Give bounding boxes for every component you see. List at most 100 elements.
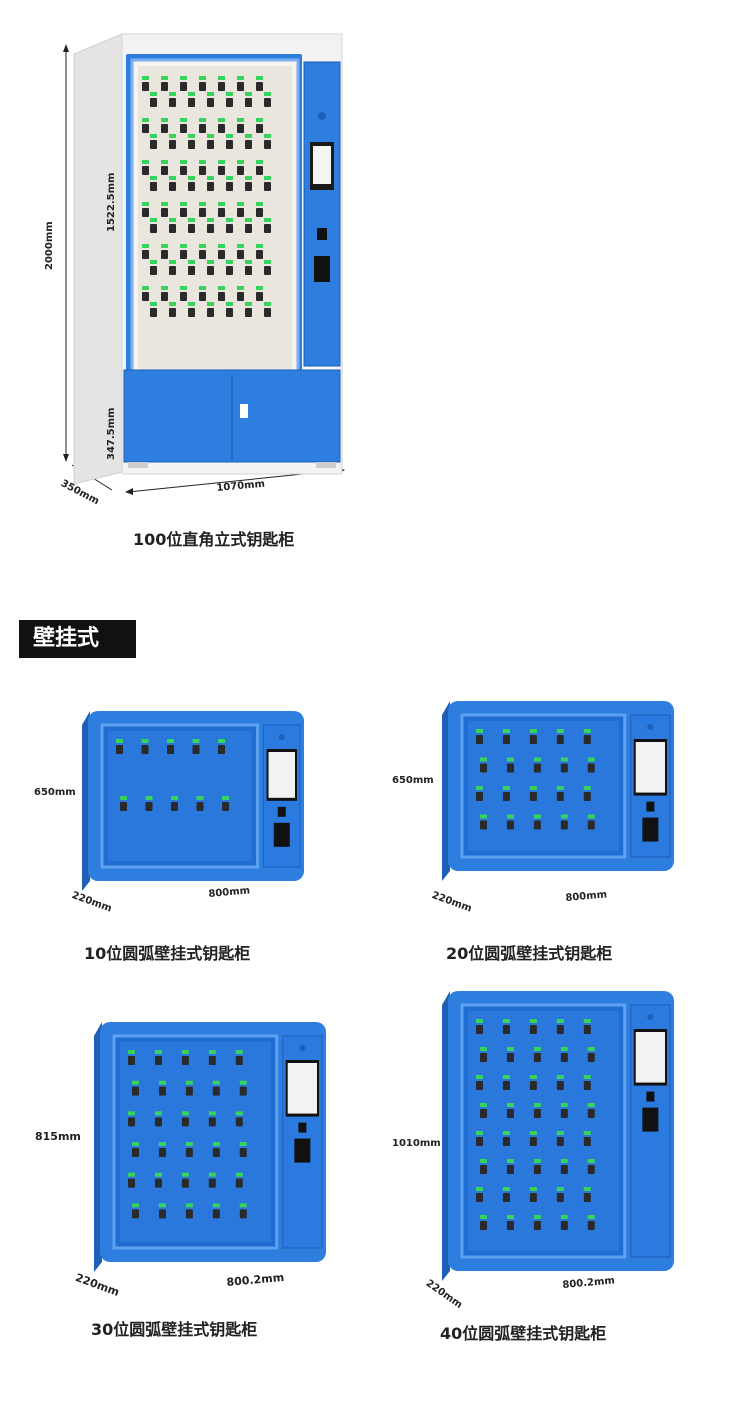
key-indicator	[142, 118, 149, 122]
key-slot	[587, 1165, 595, 1174]
key-indicator	[529, 1187, 537, 1191]
key-indicator	[167, 739, 175, 743]
key-slot	[180, 250, 187, 259]
key-slot	[583, 1025, 591, 1034]
key-slot	[556, 735, 564, 744]
key-slot	[529, 1193, 537, 1202]
key-indicator	[154, 1172, 162, 1177]
key-indicator	[476, 1187, 483, 1191]
key-indicator	[529, 729, 537, 733]
key-indicator	[237, 160, 244, 164]
key-slot	[188, 266, 195, 275]
key-slot	[207, 266, 214, 275]
key-slot	[533, 820, 541, 830]
key-slot	[480, 1221, 487, 1230]
key-indicator	[180, 118, 187, 122]
key-slot	[264, 308, 271, 317]
key-indicator	[142, 244, 149, 248]
key-indicator	[264, 92, 271, 96]
key-slot	[226, 182, 233, 191]
key-indicator	[235, 1111, 243, 1116]
key-indicator	[235, 1050, 243, 1054]
key-indicator	[188, 260, 195, 264]
key-slot	[506, 1109, 514, 1118]
key-indicator	[218, 286, 225, 290]
key-slot	[192, 745, 200, 754]
key-slot	[256, 124, 263, 133]
key-indicator	[142, 76, 149, 80]
key-indicator	[556, 729, 564, 733]
wall-cabinet-1-caption: 10位圆弧壁挂式钥匙柜	[84, 944, 251, 963]
key-indicator	[256, 286, 263, 290]
key-slot	[506, 820, 514, 830]
key-indicator	[141, 739, 149, 743]
key-slot	[476, 735, 483, 744]
key-indicator	[185, 1080, 193, 1085]
key-slot	[199, 250, 206, 259]
key-indicator	[529, 1019, 537, 1023]
key-indicator	[502, 786, 510, 790]
key-indicator	[506, 1215, 514, 1219]
key-indicator	[556, 1187, 564, 1191]
key-indicator	[158, 1142, 166, 1146]
key-slot	[237, 208, 244, 217]
key-indicator	[188, 302, 195, 306]
key-indicator	[245, 218, 252, 222]
key-indicator	[226, 134, 233, 138]
key-slot	[150, 140, 157, 149]
key-slot	[180, 166, 187, 175]
key-slot	[181, 1117, 189, 1127]
key-slot	[158, 1209, 166, 1219]
key-slot	[502, 1081, 510, 1090]
key-slot	[161, 166, 168, 175]
key-slot	[256, 292, 263, 301]
key-indicator	[237, 244, 244, 248]
key-indicator	[480, 1159, 487, 1163]
key-slot	[199, 292, 206, 301]
key-slot	[218, 292, 225, 301]
key-slot	[587, 763, 595, 773]
key-slot	[583, 1193, 591, 1202]
key-indicator	[199, 202, 206, 206]
key-slot	[533, 1109, 541, 1118]
key-slot	[212, 1148, 220, 1157]
key-indicator	[171, 796, 179, 800]
section-title-wall-mounted: 壁挂式	[19, 620, 136, 658]
key-slot	[502, 735, 510, 744]
key-indicator	[222, 796, 230, 800]
key-indicator	[506, 1159, 514, 1163]
key-slot	[161, 82, 168, 91]
wall-cabinet-2-width-label: 800mm	[565, 889, 608, 904]
key-indicator	[502, 1019, 510, 1023]
key-indicator	[583, 1075, 591, 1079]
key-indicator	[154, 1050, 162, 1054]
key-indicator	[207, 92, 214, 96]
key-indicator	[181, 1172, 189, 1177]
key-indicator	[161, 160, 168, 164]
fingerprint-sensor	[646, 1091, 655, 1102]
key-slot	[180, 82, 187, 91]
key-indicator	[212, 1142, 220, 1146]
key-indicator	[533, 1159, 541, 1163]
key-indicator	[245, 176, 252, 180]
key-indicator	[226, 218, 233, 222]
key-indicator	[181, 1050, 189, 1054]
key-slot	[180, 292, 187, 301]
key-indicator	[476, 1019, 483, 1023]
key-indicator	[207, 134, 214, 138]
key-slot	[161, 292, 168, 301]
key-indicator	[560, 814, 568, 819]
key-indicator	[142, 160, 149, 164]
key-indicator	[132, 1080, 139, 1085]
key-indicator	[218, 202, 225, 206]
key-slot	[218, 250, 225, 259]
key-indicator	[226, 92, 233, 96]
key-slot	[226, 224, 233, 233]
standing-cabinet-illustration	[73, 33, 343, 485]
key-indicator	[237, 202, 244, 206]
key-indicator	[480, 757, 487, 762]
key-slot	[169, 140, 176, 149]
key-slot	[237, 292, 244, 301]
key-slot	[169, 224, 176, 233]
key-slot	[237, 124, 244, 133]
